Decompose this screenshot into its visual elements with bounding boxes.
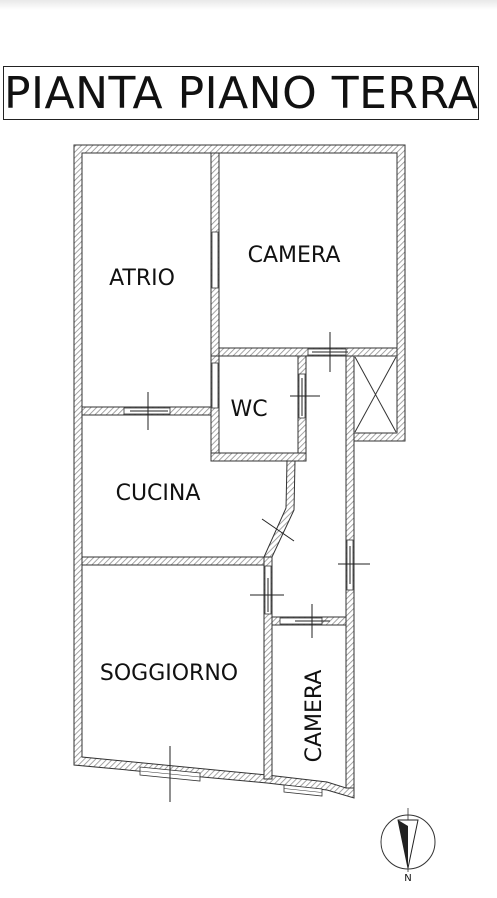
plan-title: PIANTA PIANO TERRA — [4, 68, 479, 119]
north-compass: N — [380, 808, 436, 884]
compass-needle-fill — [398, 820, 408, 868]
top-bar — [0, 0, 497, 10]
room-label-cucina: CUCINA — [116, 481, 201, 506]
shaft-cross-b — [354, 356, 397, 433]
door-wc-atrio — [211, 362, 219, 409]
title-box: PIANTA PIANO TERRA — [3, 66, 479, 120]
room-label-wc: WC — [230, 397, 267, 422]
cut-marks — [130, 332, 370, 802]
wall-wc-bottom — [210, 452, 307, 462]
wall-soggiorno-camera — [263, 556, 273, 780]
room-label-atrio: ATRIO — [109, 266, 175, 291]
wall-cucina-diagonal — [263, 460, 296, 558]
room-label-camera-bottom: CAMERA — [302, 670, 327, 763]
wall-cucina-soggiorno — [81, 556, 273, 566]
outer-wall — [73, 144, 406, 799]
compass-label: N — [404, 873, 411, 884]
door-atrio-camera — [211, 231, 219, 289]
room-label-camera-top: CAMERA — [248, 243, 341, 268]
window-camera-mid — [283, 788, 323, 793]
room-label-soggiorno: SOGGIORNO — [100, 661, 238, 686]
cut-mark — [261, 518, 295, 542]
